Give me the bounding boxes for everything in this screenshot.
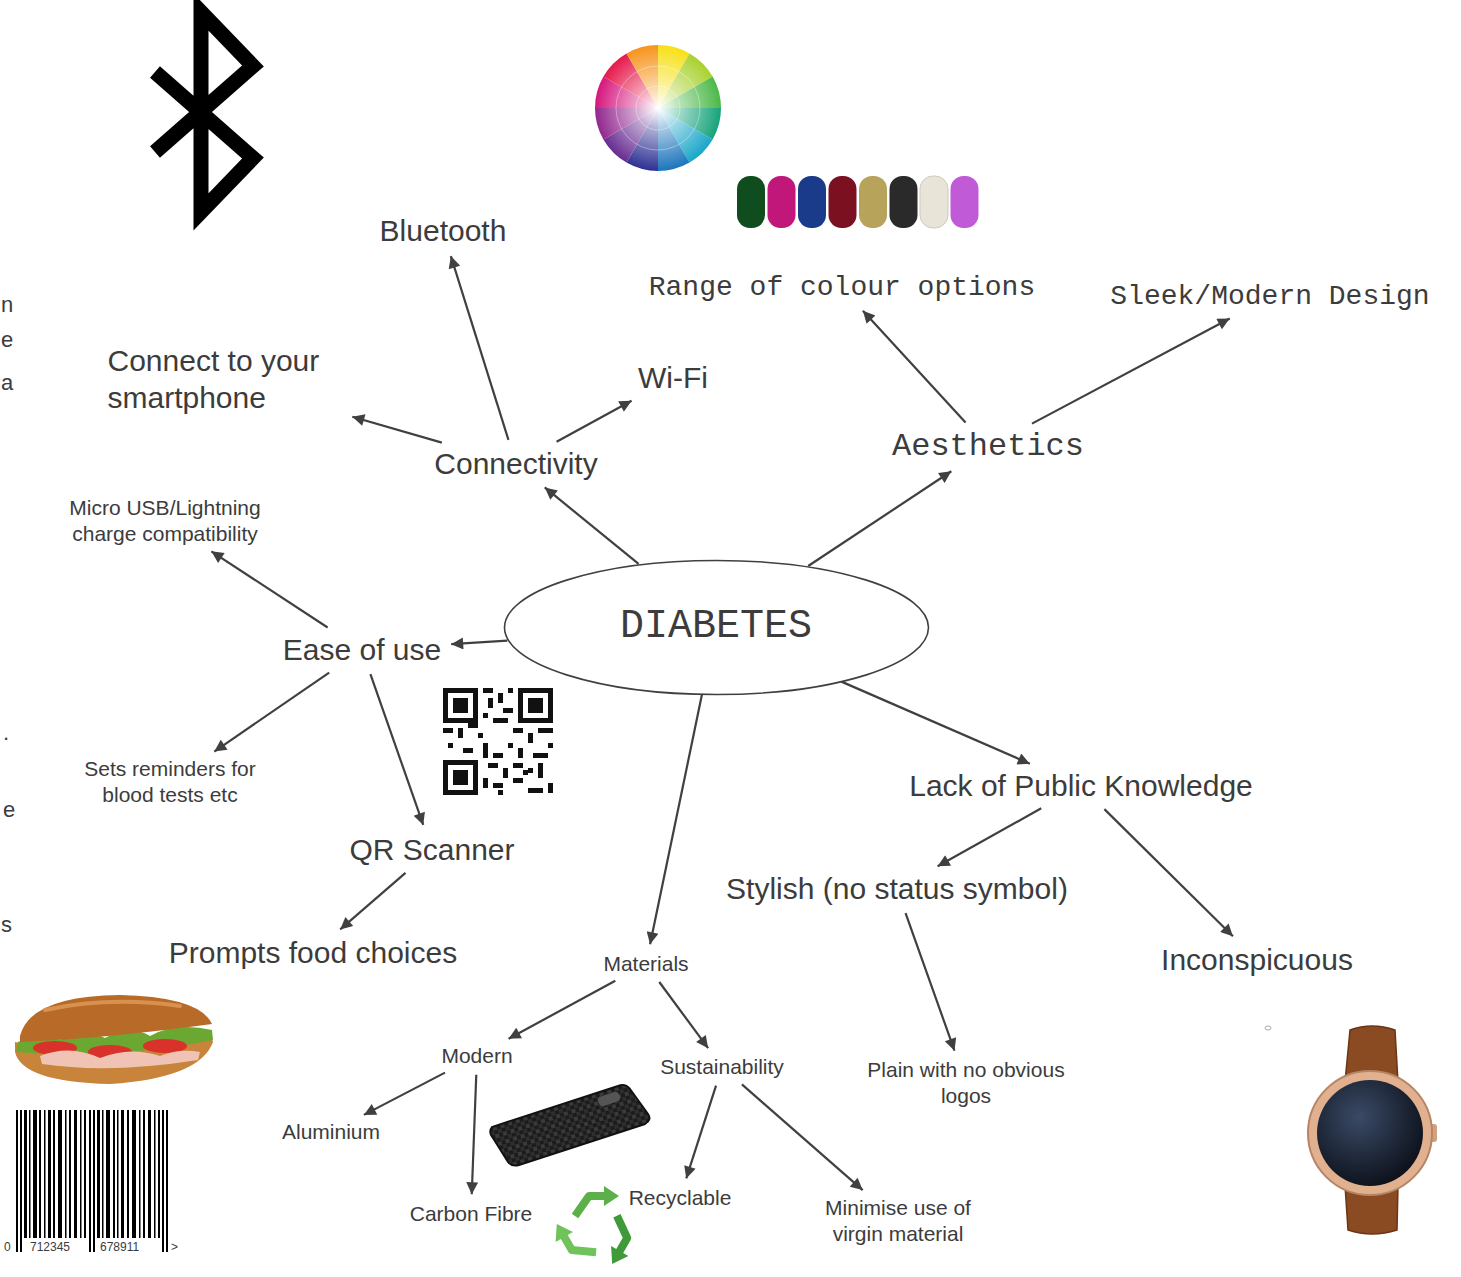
- node-text: Micro USB/Lightning charge compatibility: [50, 495, 280, 546]
- mind-map-node: Aesthetics: [887, 425, 1089, 468]
- colour-wheel: [595, 45, 721, 171]
- qr-code: [443, 688, 553, 795]
- arrow-connector: [1032, 318, 1230, 423]
- mind-map-node: Bluetooth: [375, 211, 512, 252]
- mind-map-node: Minimise use of virgin material: [806, 1193, 991, 1248]
- cut-off-text: e: [3, 797, 15, 822]
- watch-picture: [1265, 1026, 1437, 1234]
- node-text: Range of colour options: [649, 271, 1035, 305]
- arrow-connector: [214, 673, 329, 752]
- arrow-connector: [211, 551, 327, 627]
- node-text: Minimise use of virgin material: [811, 1195, 986, 1246]
- arrow-connector: [557, 401, 632, 442]
- arrow-connector: [364, 1073, 445, 1115]
- mind-map-node: Recyclable: [624, 1183, 737, 1213]
- cut-off-text: e: [1, 327, 13, 352]
- node-text: Connect to your smartphone: [108, 343, 343, 416]
- node-text: Plain with no obvious logos: [859, 1057, 1074, 1108]
- bluetooth-symbol: [155, 12, 253, 212]
- node-text: Aluminium: [282, 1119, 380, 1145]
- cut-off-text: n: [1, 292, 13, 317]
- arrow-connector: [659, 982, 708, 1048]
- node-text: Connectivity: [434, 446, 597, 483]
- mind-map-node: Sleek/Modern Design: [1105, 278, 1434, 316]
- arrow-connector: [650, 695, 702, 944]
- mind-map-node: Sustainability: [655, 1052, 789, 1082]
- node-text: Inconspicuous: [1161, 942, 1353, 979]
- node-text: Wi-Fi: [638, 360, 708, 397]
- arrow-connector: [841, 682, 1029, 764]
- arrow-connector: [340, 873, 405, 930]
- mind-map-node: Range of colour options: [644, 269, 1040, 307]
- mind-map-node: Inconspicuous: [1156, 940, 1358, 981]
- mind-map-node: Carbon Fibre: [405, 1199, 538, 1229]
- mind-map-node: Connect to your smartphone: [103, 341, 348, 418]
- node-text: Aesthetics: [892, 427, 1084, 466]
- arrow-connector: [472, 1075, 477, 1194]
- mind-map-node: Ease of use: [278, 630, 446, 671]
- node-text: Modern: [441, 1043, 512, 1069]
- arrow-connector: [742, 1084, 863, 1190]
- cut-off-text: s: [1, 912, 12, 937]
- mind-map-node: QR Scanner: [344, 830, 519, 871]
- node-text: Stylish (no status symbol): [726, 871, 1068, 908]
- node-text: Sleek/Modern Design: [1110, 280, 1429, 314]
- barcode-digits: 678911: [100, 1241, 139, 1255]
- arrow-connector: [370, 674, 423, 825]
- arrow-connector: [686, 1086, 716, 1179]
- node-text: QR Scanner: [349, 832, 514, 869]
- carbon-fibre-case: [490, 1085, 649, 1166]
- arrow-connector: [545, 487, 639, 563]
- mind-map-node: Sets reminders for blood tests etc: [63, 754, 278, 809]
- mind-map-node: Lack of Public Knowledge: [904, 766, 1258, 807]
- arrow-connector: [808, 471, 951, 566]
- arrow-connector: [451, 256, 509, 440]
- colour-tags: [737, 176, 979, 228]
- node-text: Recyclable: [629, 1185, 732, 1211]
- arrow-connector: [352, 417, 442, 443]
- node-text: DIABETES: [620, 603, 812, 652]
- central-topic-ellipse: DIABETES: [503, 559, 930, 696]
- node-text: Ease of use: [283, 632, 441, 669]
- node-text: Carbon Fibre: [410, 1201, 533, 1227]
- mind-map-node: Plain with no obvious logos: [854, 1055, 1079, 1110]
- barcode: [16, 1110, 168, 1252]
- barcode-digits: 0: [4, 1241, 11, 1255]
- arrow-connector: [509, 981, 616, 1039]
- mind-map-node: Prompts food choices: [164, 933, 462, 974]
- arrow-connector: [906, 913, 955, 1051]
- sandwich-picture: [15, 995, 213, 1084]
- mind-map-node: Micro USB/Lightning charge compatibility: [45, 493, 285, 548]
- cut-off-text: a: [1, 370, 13, 395]
- arrow-connector: [938, 808, 1042, 866]
- ellipse-shape: [504, 560, 928, 694]
- cut-off-text: .: [3, 720, 9, 745]
- node-text: Lack of Public Knowledge: [909, 768, 1253, 805]
- node-text: Bluetooth: [380, 213, 507, 250]
- node-text: Sets reminders for blood tests etc: [68, 756, 273, 807]
- mind-map-node: Materials: [598, 949, 693, 979]
- mind-map-node: Wi-Fi: [633, 358, 713, 399]
- node-text: Materials: [603, 951, 688, 977]
- mind-map-node: Connectivity: [429, 444, 602, 485]
- node-text: Sustainability: [660, 1054, 784, 1080]
- mind-map-node: Modern: [436, 1041, 517, 1071]
- mind-map-node: Stylish (no status symbol): [721, 869, 1073, 910]
- mind-map-node: Aluminium: [277, 1117, 385, 1147]
- arrow-connector: [863, 311, 966, 423]
- arrow-connector: [1104, 809, 1233, 936]
- arrow-connector: [451, 641, 507, 645]
- barcode-digits: 712345: [30, 1241, 70, 1255]
- node-text: Prompts food choices: [169, 935, 457, 972]
- barcode-digits: >: [171, 1241, 178, 1255]
